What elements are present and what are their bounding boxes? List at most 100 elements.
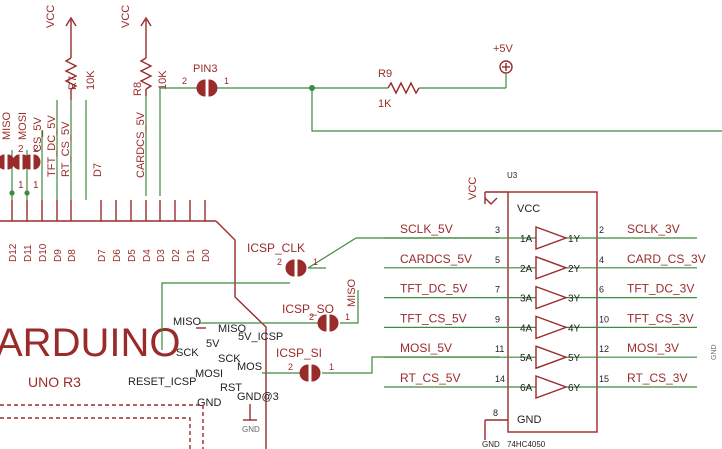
left-jumper-pin1b: 1 <box>33 180 39 191</box>
input-net-label: TFT_CS_5V <box>400 311 467 325</box>
vcc-arrow-icon <box>484 197 498 205</box>
input-pin-number: 7 <box>495 285 500 295</box>
output-net-label: CARD_CS_3V <box>627 252 706 266</box>
label-mos: MOS <box>237 361 262 373</box>
board-outline-inner <box>0 417 191 449</box>
header-pin-label: D10 <box>38 243 49 262</box>
output-pin-label: 5Y <box>568 353 581 364</box>
buffer-gate-icon <box>535 374 569 400</box>
icsp-si-label: ICSP_SI <box>276 346 322 360</box>
left-jumper-pin2: 2 <box>18 144 24 155</box>
output-pin-number: 12 <box>599 344 609 354</box>
net-label-d7: D7 <box>92 163 104 177</box>
r9-label: R9 <box>378 68 392 80</box>
header-pin-label: D1 <box>186 249 197 262</box>
left-junction-1 <box>9 190 15 196</box>
resistor-r8[interactable] <box>139 16 153 96</box>
r9-value: 1K <box>378 98 392 110</box>
output-pin-number: 4 <box>599 255 604 265</box>
label-reset-icsp: RESET_ICSP <box>128 376 196 388</box>
buffer-gate-icon <box>535 285 569 310</box>
input-pin-label: 2A <box>520 264 533 275</box>
header-pin-label: D9 <box>53 249 64 262</box>
sck-net-wire <box>161 282 290 350</box>
pin3-label: PIN3 <box>193 63 217 75</box>
output-net-label: SCLK_3V <box>627 222 680 236</box>
chip-pin8: 8 <box>493 408 498 418</box>
buffer-gate-icon <box>535 345 569 370</box>
input-net-label: MOSI_5V <box>400 341 452 355</box>
icsp-so-pin2: 2 <box>309 312 314 322</box>
left-jumper-2[interactable] <box>12 154 41 170</box>
chip-gnd-net: GND <box>482 440 500 449</box>
miso-up-wire <box>340 290 359 324</box>
buffer-chip-u3[interactable] <box>507 191 598 433</box>
chip-vcc-pin: VCC <box>517 203 540 215</box>
input-net-label: TFT_DC_5V <box>400 282 467 296</box>
icsp-clk-pin1: 1 <box>313 257 318 267</box>
label-5v: 5V <box>206 338 220 350</box>
output-pin-label: 2Y <box>568 264 581 275</box>
input-net-label: RT_CS_5V <box>400 371 460 385</box>
header-pin-label: D2 <box>171 249 182 262</box>
buffer-gate-icon <box>535 225 569 251</box>
output-pin-number: 10 <box>599 314 609 324</box>
net-label-cardcs5v: CARDCS_5V <box>135 111 147 178</box>
chip-refdes: U3 <box>507 171 518 180</box>
label-miso: MISO <box>173 316 202 328</box>
clk-diag-wire <box>307 237 357 269</box>
vcc-label-chip: VCC <box>467 177 479 200</box>
input-pin-label: 5A <box>520 353 533 364</box>
input-pin-number: 9 <box>495 314 500 324</box>
input-pin-number: 11 <box>495 344 504 354</box>
label-5v-icsp: 5V_ICSP <box>238 331 283 343</box>
header-pin-label: D12 <box>8 243 19 262</box>
output-pin-number: 6 <box>599 285 604 295</box>
net-label-cs5v: CS_5V <box>32 116 44 152</box>
vcc-label-r8: VCC <box>120 5 132 28</box>
input-pin-label: 4A <box>520 323 533 334</box>
arduino-subtitle: UNO R3 <box>28 374 81 390</box>
icsp-si-pin2: 2 <box>288 362 293 372</box>
pin3-jumper[interactable] <box>196 79 218 97</box>
input-pin-label: 1A <box>520 234 533 245</box>
output-pin-number: 2 <box>599 225 604 235</box>
gnd-symbol-label: GND <box>242 425 260 434</box>
input-net-label: CARDCS_5V <box>400 252 472 266</box>
pin3-pin1: 1 <box>224 76 229 86</box>
icsp-si-pin1: 1 <box>329 362 334 372</box>
output-pin-label: 4Y <box>568 323 581 334</box>
output-pin-label: 3Y <box>568 294 581 305</box>
input-pin-number: 14 <box>495 374 505 384</box>
header-pin-label: D6 <box>112 249 123 262</box>
label-gnd3: GND@3 <box>237 391 279 403</box>
header-pin-label: D11 <box>23 244 34 262</box>
icsp-clk-jumper[interactable] <box>285 259 307 277</box>
input-net-label: SCLK_5V <box>400 222 453 236</box>
input-pin-label: 6A <box>520 383 533 394</box>
left-jumper-1[interactable] <box>0 154 15 170</box>
left-junction-2 <box>24 190 30 196</box>
icsp-si-jumper[interactable] <box>299 364 321 382</box>
gnd-right-label: GND <box>711 344 718 360</box>
resistor-r7[interactable] <box>64 16 78 100</box>
label-sck: SCK <box>176 347 199 359</box>
chip-part-number: 74HC4050 <box>507 440 546 449</box>
pin3-pin2: 2 <box>182 76 187 86</box>
resistor-r9[interactable] <box>387 81 420 95</box>
label-miso-2: MISO <box>218 323 247 335</box>
icsp-so-jumper[interactable] <box>317 314 339 332</box>
net-label-mosi: MOSI <box>17 112 29 140</box>
plus5v-label: +5V <box>493 43 514 55</box>
output-net-label: RT_CS_3V <box>627 371 687 385</box>
vcc-label-r7: VCC <box>45 5 57 28</box>
icsp-so-label: ICSP_SO <box>282 302 334 316</box>
r7-label: R7 <box>67 76 79 90</box>
header-pin-label: D3 <box>156 249 167 262</box>
icsp-so-pin1: 1 <box>345 312 350 322</box>
miso-vertical-label: MISO <box>346 278 358 307</box>
label-sck-2: SCK <box>218 353 241 365</box>
icsp-clk-pin2: 2 <box>277 257 282 267</box>
